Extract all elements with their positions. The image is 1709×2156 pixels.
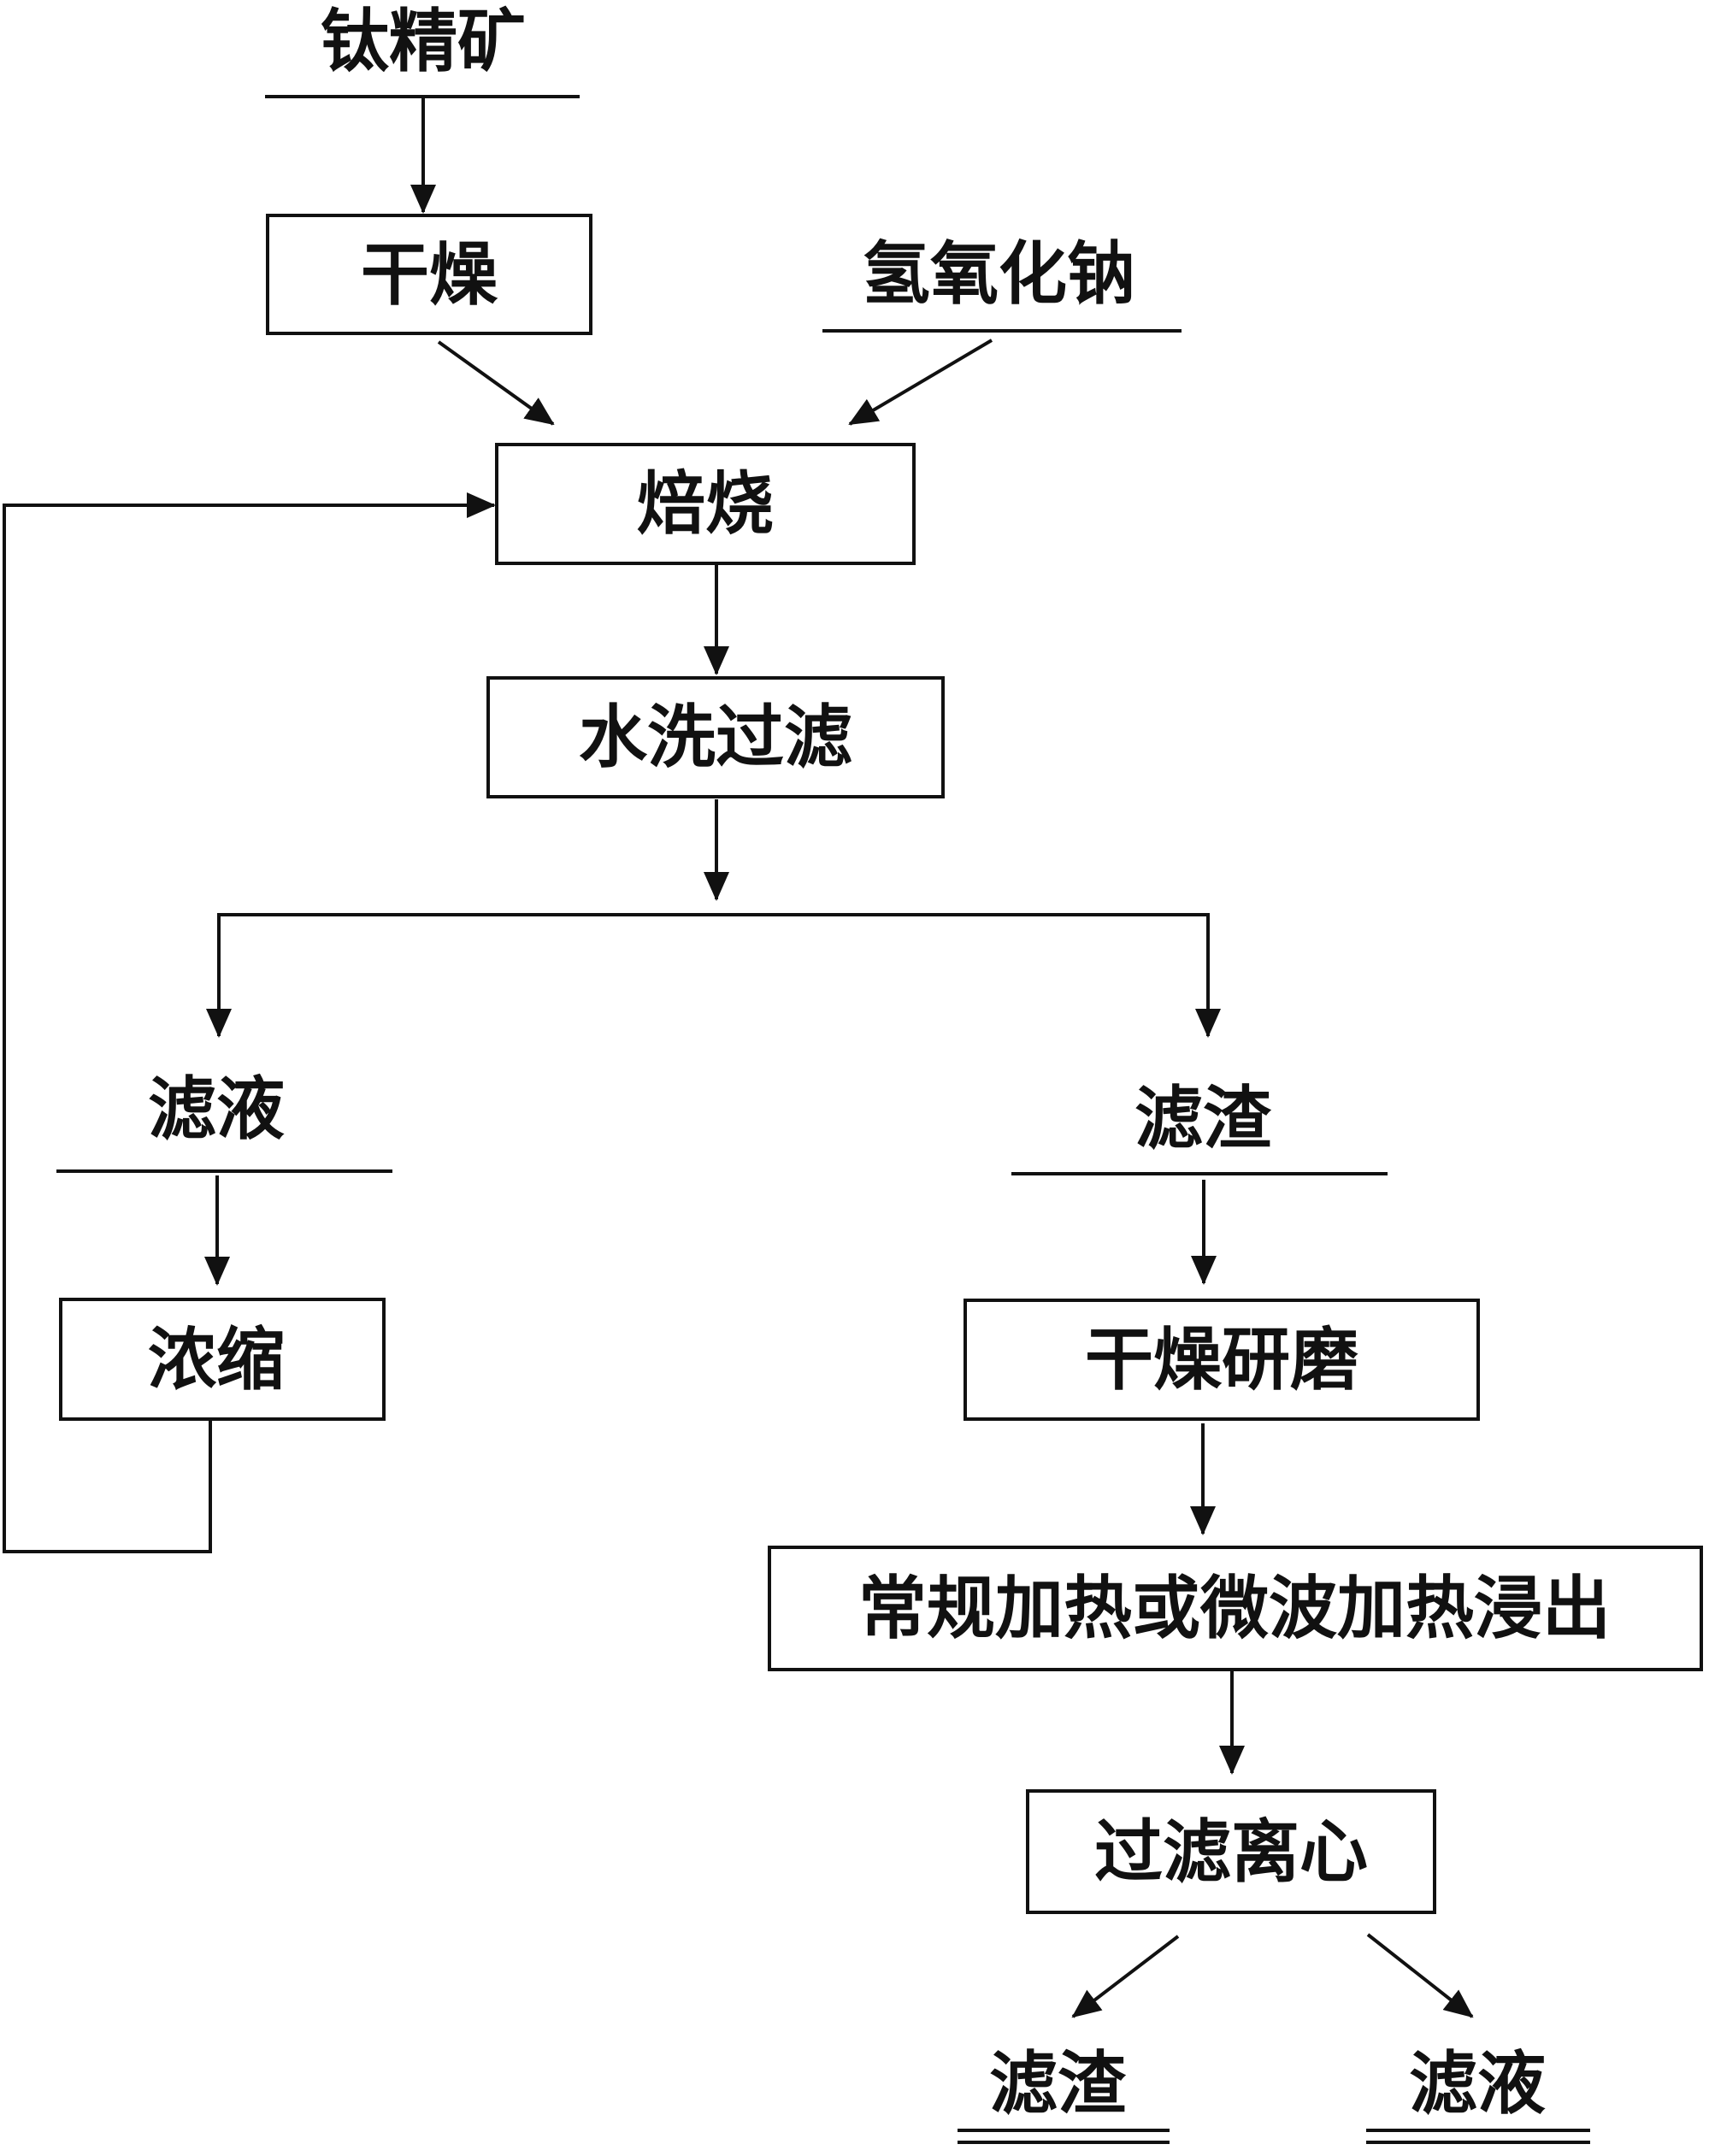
- recycle-arrow: [3, 492, 496, 1553]
- reagent-label: 氢氧化钠: [862, 233, 1135, 314]
- arrow-to-final-residue: [1071, 1935, 1180, 2018]
- arrow-reagent-to-roasting: [848, 339, 993, 426]
- final-filtrate-label: 滤液: [1409, 2043, 1546, 2124]
- residue-label: 滤渣: [1134, 1078, 1272, 1158]
- concentration-box: [59, 1298, 386, 1421]
- filter-centrifuge-label: 过滤离心: [1094, 1811, 1368, 1892]
- raw-material-label: 钛精矿: [321, 1, 526, 81]
- water-wash-filter-box: [486, 676, 945, 798]
- dry-grinding-box: [964, 1299, 1480, 1421]
- roasting-label: 焙烧: [637, 463, 774, 544]
- roasting-box: [495, 443, 916, 565]
- drying-label: 干燥: [361, 234, 498, 315]
- final-residue-label: 滤渣: [989, 2043, 1127, 2124]
- dry-grinding-label: 干燥研磨: [1085, 1319, 1358, 1399]
- leaching-label: 常规加热或微波加热浸出: [858, 1568, 1611, 1648]
- drying-box: [266, 214, 592, 335]
- concentration-label: 浓缩: [148, 1319, 285, 1399]
- filtrate-label: 滤液: [148, 1069, 285, 1149]
- leaching-box: [768, 1546, 1703, 1671]
- arrow-drying-to-roasting: [437, 340, 555, 426]
- arrow-to-final-filtrate: [1366, 1933, 1474, 2018]
- water-wash-filter-label: 水洗过滤: [579, 697, 852, 777]
- filter-centrifuge-box: [1026, 1789, 1436, 1914]
